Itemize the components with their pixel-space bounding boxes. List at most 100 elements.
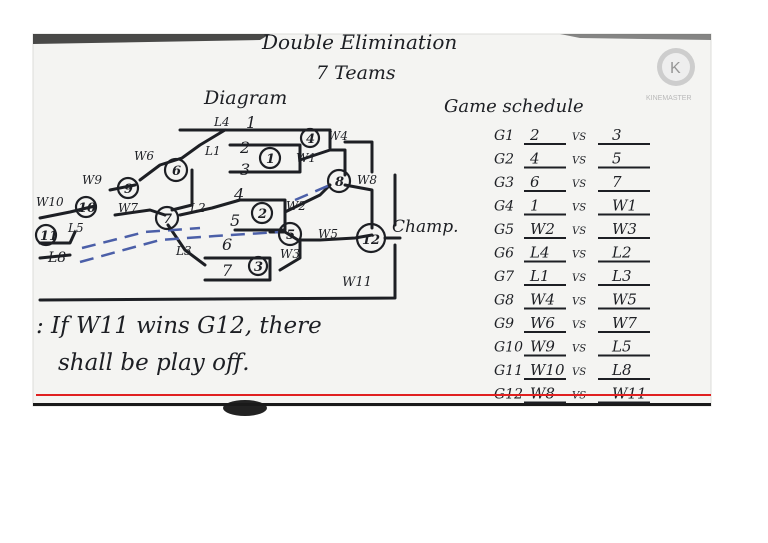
schedule-row: G3 6 VS 7 bbox=[494, 173, 650, 192]
schedule-home-team: W9 bbox=[530, 338, 555, 356]
seed-2: 2 bbox=[239, 138, 250, 157]
schedule-away-team: L2 bbox=[611, 244, 632, 262]
schedule-game: G11 bbox=[494, 363, 523, 379]
schedule-home-team: W10 bbox=[530, 361, 565, 379]
svg-text:K: K bbox=[670, 60, 681, 77]
schedule-row: G6 L4 VS L2 bbox=[494, 244, 650, 263]
label-w5: W5 bbox=[318, 227, 338, 241]
schedule-home-team: 1 bbox=[530, 197, 540, 215]
schedule-home-team: 6 bbox=[530, 173, 540, 191]
schedule-vs-label: VS bbox=[572, 156, 586, 167]
label-w6: W6 bbox=[134, 149, 154, 163]
schedule-game: G4 bbox=[494, 199, 514, 215]
schedule-heading: Game schedule bbox=[444, 96, 584, 117]
schedule-game: G1 bbox=[494, 128, 514, 144]
schedule-home-team: 2 bbox=[529, 126, 540, 144]
label-w2: W2 bbox=[286, 199, 306, 213]
schedule-away-team: W11 bbox=[612, 385, 647, 403]
note-line-1: : If W11 wins G12, there bbox=[36, 313, 322, 339]
game-10-number: 10 bbox=[78, 201, 96, 216]
schedule-away-team: 7 bbox=[612, 173, 622, 191]
schedule-vs-label: VS bbox=[572, 367, 586, 378]
schedule-row: G10 W9 VS L5 bbox=[494, 338, 650, 357]
schedule-vs-label: VS bbox=[572, 297, 586, 308]
game-3-number: 3 bbox=[254, 260, 263, 275]
page-subtitle: 7 Teams bbox=[316, 62, 396, 84]
note-line-2: shall be play off. bbox=[58, 350, 250, 376]
seed-numbers: 1 2 3 4 5 6 7 bbox=[222, 113, 256, 280]
schedule-game: G10 bbox=[494, 340, 523, 356]
label-w1: W1 bbox=[296, 151, 316, 165]
label-champion: Champ. bbox=[392, 217, 459, 237]
seed-1: 1 bbox=[246, 113, 256, 132]
label-w3: W3 bbox=[280, 247, 300, 261]
game-5-number: 5 bbox=[286, 228, 295, 243]
label-l5: L5 bbox=[67, 221, 84, 235]
page-title: Double Elimination bbox=[261, 30, 457, 54]
schedule-vs-label: VS bbox=[572, 179, 586, 190]
game-4-number: 4 bbox=[306, 132, 315, 147]
diagram-heading: Diagram bbox=[203, 87, 287, 109]
schedule-away-team: L3 bbox=[611, 267, 632, 285]
schedule-away-team: W7 bbox=[612, 314, 637, 332]
schedule-game: G6 bbox=[494, 246, 514, 262]
watermark-text: KINEMASTER bbox=[646, 95, 692, 102]
label-w10: W10 bbox=[36, 195, 64, 209]
label-l1: L1 bbox=[204, 144, 221, 158]
schedule-vs-label: VS bbox=[572, 132, 586, 143]
schedule-home-team: L4 bbox=[529, 244, 550, 262]
schedule-away-team: W5 bbox=[612, 291, 637, 309]
schedule-away-team: W1 bbox=[612, 197, 637, 215]
schedule-home-team: L1 bbox=[529, 267, 550, 285]
schedule-game: G9 bbox=[494, 316, 514, 332]
schedule-vs-label: VS bbox=[572, 273, 586, 284]
label-w9: W9 bbox=[82, 173, 102, 187]
finger-shadow bbox=[223, 400, 267, 416]
schedule-row: G4 1 VS W1 bbox=[494, 197, 650, 216]
schedule-vs-label: VS bbox=[572, 250, 586, 261]
schedule-away-team: 5 bbox=[612, 150, 622, 168]
label-l2: L2 bbox=[189, 201, 206, 215]
label-l3: L3 bbox=[175, 244, 192, 258]
schedule-vs-label: VS bbox=[572, 226, 586, 237]
bracket-labels: L4 L1 L2 L3 L5 L8 W1 W2 W3 W4 W5 W6 W7 W… bbox=[36, 115, 459, 290]
label-w11: W11 bbox=[342, 275, 372, 290]
label-w8: W8 bbox=[357, 173, 377, 187]
label-w7: W7 bbox=[118, 201, 138, 215]
seed-4: 4 bbox=[233, 185, 244, 204]
seed-3: 3 bbox=[240, 160, 250, 179]
game-1-number: 1 bbox=[266, 152, 275, 167]
game-2-number: 2 bbox=[257, 207, 267, 222]
game-12-number: 12 bbox=[362, 233, 380, 248]
schedule-home-team: W8 bbox=[530, 385, 555, 403]
game-9-number: 9 bbox=[124, 182, 133, 197]
game-11-number: 11 bbox=[40, 229, 58, 244]
game-6-number: 6 bbox=[172, 164, 181, 179]
seed-5: 5 bbox=[230, 211, 240, 230]
watermark-logo: K KINEMASTER bbox=[646, 48, 695, 102]
schedule-home-team: W2 bbox=[530, 220, 555, 238]
schedule-game: G8 bbox=[494, 293, 514, 309]
schedule-game: G2 bbox=[494, 152, 514, 168]
schedule-vs-label: VS bbox=[572, 203, 586, 214]
schedule-away-team: L5 bbox=[611, 338, 632, 356]
schedule-vs-label: VS bbox=[572, 344, 586, 355]
game-circles bbox=[34, 127, 387, 277]
game-numbers: 1 2 3 4 5 6 7 8 9 10 11 12 bbox=[40, 132, 380, 275]
label-w4: W4 bbox=[328, 129, 348, 143]
schedule-game: G3 bbox=[494, 175, 514, 191]
seed-7: 7 bbox=[222, 261, 233, 280]
schedule-away-team: W3 bbox=[612, 220, 637, 238]
schedule-vs-label: VS bbox=[572, 320, 586, 331]
game-7-number: 7 bbox=[163, 212, 172, 227]
game-8-number: 8 bbox=[335, 175, 344, 190]
